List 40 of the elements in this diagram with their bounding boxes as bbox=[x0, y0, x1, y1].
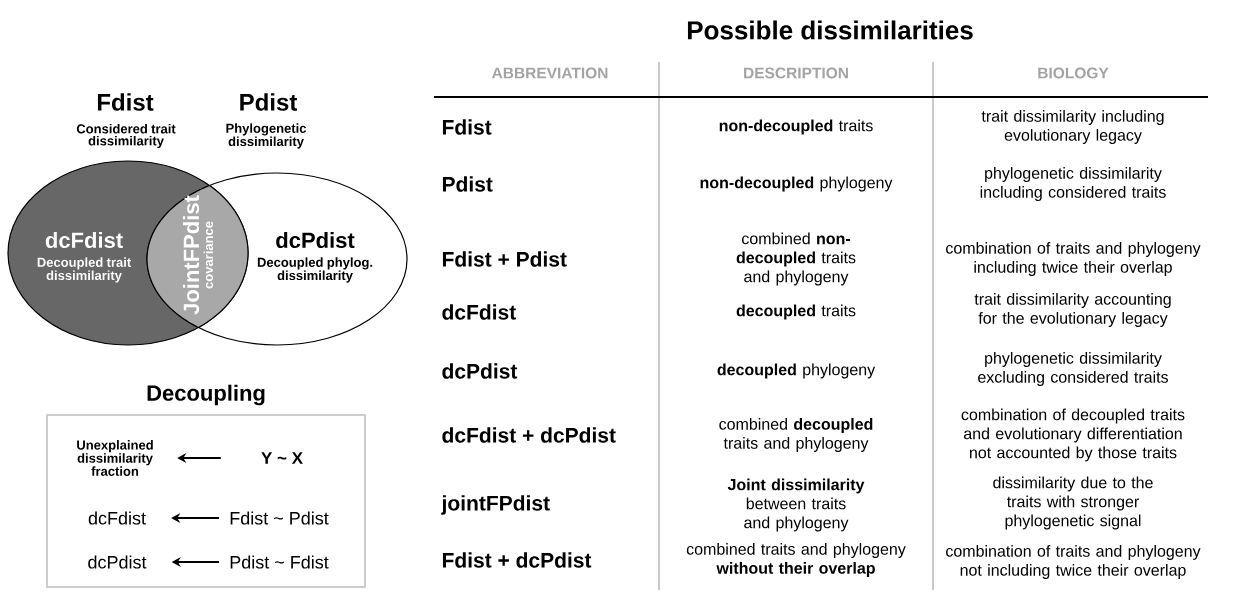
biology-text: trait dissimilarity including evolutionary legacy bbox=[981, 110, 1164, 144]
formula-text: Fdist ~ Pdist bbox=[230, 511, 329, 525]
abbreviation-text: Fdist + Pdist bbox=[442, 251, 567, 267]
biology-text: combination of traits and phylogeny not including twice their overlap bbox=[946, 545, 1201, 579]
abbreviation-text: Fdist bbox=[442, 119, 492, 135]
table-title: Possible dissimilarities bbox=[687, 20, 973, 40]
overlap-region: JointFPdist covariance bbox=[146, 185, 249, 329]
biology-text: dissimilarity due to the traits with stronger phylogenetic signal bbox=[993, 476, 1153, 530]
biology-text: phylogenetic dissimilarity excluding considered traits bbox=[978, 352, 1168, 386]
abbreviation-text: dcFdist bbox=[442, 304, 516, 320]
set-description: Phylogenetic dissimilarity bbox=[226, 123, 307, 149]
abbreviation-text: dcPdist bbox=[442, 363, 518, 379]
description-text: non-decoupled phylogeny bbox=[700, 176, 893, 192]
biology-text: combination of traits and phylogeny including twice their overlap bbox=[946, 242, 1201, 276]
term-text: dcPdist bbox=[88, 555, 147, 569]
column-header: ABBREVIATION bbox=[492, 67, 608, 79]
description-text: combined non-decoupled traits and phylogeny bbox=[736, 232, 856, 286]
formula-text: Y ~ X bbox=[261, 452, 303, 464]
description-text: combined traits and phylogeny without their overlap bbox=[686, 543, 906, 577]
column-header: BIOLOGY bbox=[1038, 67, 1109, 79]
set-heading: Fdist bbox=[97, 93, 154, 111]
abbreviation-text: jointFPdist bbox=[441, 495, 550, 515]
term-text: Unexplained dissimilarity fraction bbox=[77, 440, 153, 476]
biology-text: phylogenetic dissimilarity including considered traits bbox=[980, 167, 1166, 201]
term-text: dcFdist bbox=[88, 511, 146, 525]
description-text: combined decoupled traits and phylogeny bbox=[719, 418, 873, 452]
abbreviation-text: Pdist bbox=[442, 176, 493, 192]
description-text: decoupled phylogeny bbox=[717, 363, 876, 379]
formula-text: Pdist ~ Fdist bbox=[230, 555, 329, 569]
description-text: Joint dissimilarity between traits and phylogeny bbox=[727, 478, 865, 532]
panel-title: Decoupling bbox=[147, 384, 265, 406]
set-description: Considered trait dissimilarity bbox=[76, 123, 176, 149]
abbreviation-text: Fdist + dcPdist bbox=[442, 552, 592, 568]
set-heading: Pdist bbox=[240, 93, 298, 111]
column-header: DESCRIPTION bbox=[744, 67, 848, 79]
biology-text: trait dissimilarity accounting for the evolutionary legacy bbox=[974, 293, 1171, 327]
description-text: decoupled traits bbox=[736, 304, 856, 320]
description-text: non-decoupled traits bbox=[719, 119, 873, 135]
biology-text: combination of decoupled traits and evolutionary differentiation not accounted by those traits bbox=[961, 408, 1185, 462]
abbreviation-text: dcFdist + dcPdist bbox=[442, 427, 616, 443]
